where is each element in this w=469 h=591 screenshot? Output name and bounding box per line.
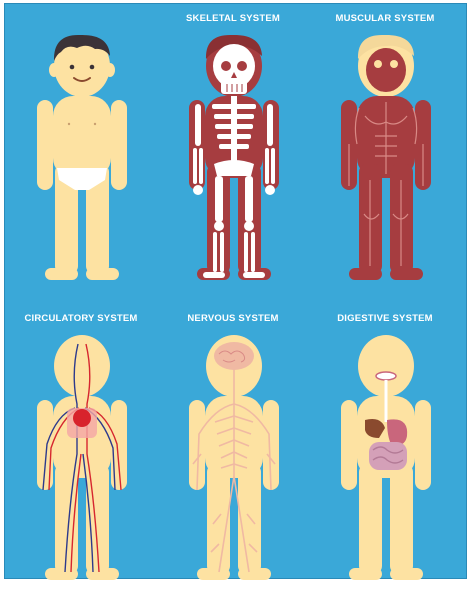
panel-digestive: DIGESTIVE SYSTEM	[309, 304, 461, 591]
panel-skeletal: SKELETAL SYSTEM	[157, 4, 309, 291]
muscle-figure	[309, 4, 461, 291]
nervous-figure	[157, 304, 309, 591]
intestine-icon	[369, 442, 407, 470]
stomach-icon	[387, 419, 407, 445]
panel-muscular: MUSCULAR SYSTEM	[309, 4, 461, 291]
panel-body	[5, 4, 157, 291]
heart-icon	[73, 409, 91, 427]
body-figure	[5, 4, 157, 291]
digestive-figure	[309, 304, 461, 591]
brain-icon	[214, 342, 254, 370]
skeleton-figure	[157, 4, 309, 291]
infographic-frame: SKELETAL SYSTEM	[4, 3, 467, 579]
panel-nervous: NERVOUS SYSTEM	[157, 304, 309, 591]
circulatory-figure	[5, 304, 157, 591]
panel-circulatory: CIRCULATORY SYSTEM	[5, 304, 157, 591]
